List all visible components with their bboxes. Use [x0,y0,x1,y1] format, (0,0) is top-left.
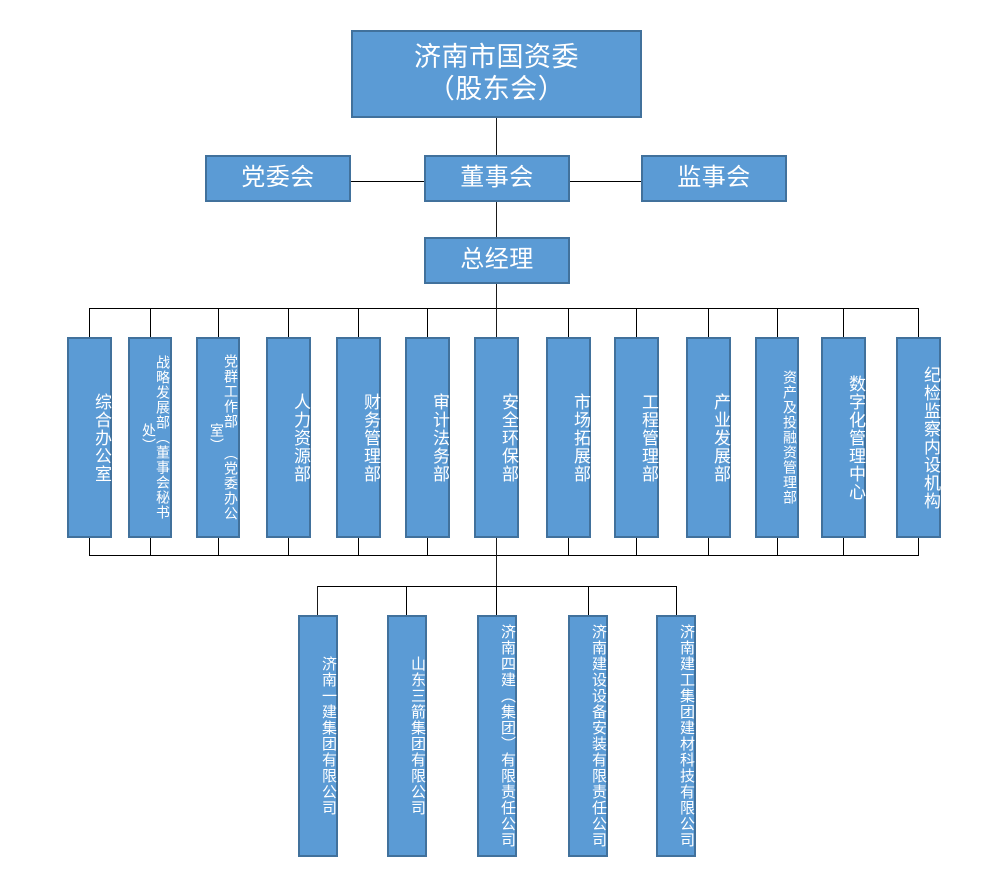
connector-dept-bottom-stub-1 [89,538,90,556]
connector-dept-bottom-stub-4 [288,538,289,556]
connector-dept-bottom-stub-7 [496,538,497,556]
connector-dept-stub-7 [496,308,497,337]
connector-sub-stub-3 [496,586,497,615]
connector-dept-stub-9 [636,308,637,337]
node-dept-financial-management[interactable]: 财务管理部 [336,337,381,538]
connector-dept-stub-6 [427,308,428,337]
connector-board-to-manager [496,200,497,237]
node-board-of-directors[interactable]: 董事会 [424,155,570,202]
connector-dept-stub-3 [218,308,219,337]
connector-board-to-supervisor [569,181,642,182]
node-subsidiary-jinan-equipment-installation[interactable]: 济南建设设备安装有限责任公司 [568,615,608,857]
connector-dept-stub-2 [150,308,151,337]
node-dept-digital-management-center[interactable]: 数字化管理中心 [821,337,866,538]
connector-dept-stub-11 [777,308,778,337]
node-dept-industry-development[interactable]: 产业发展部 [686,337,731,538]
node-dept-assets-investment-financing[interactable]: 资产及投融资管理部 [755,337,799,538]
connector-dept-stub-13 [918,308,919,337]
node-dept-human-resources[interactable]: 人力资源部 [266,337,311,538]
connector-sub-stub-4 [588,586,589,615]
dept-top-bus [89,308,919,309]
node-subsidiary-jinan-no4-construction[interactable]: 济南四建（集团）有限责任公司 [477,615,517,857]
connector-dept-bottom-stub-13 [918,538,919,556]
node-subsidiary-jinan-building-materials-tech[interactable]: 济南建工集团建材科技有限公司 [656,615,696,857]
node-board-of-supervisors[interactable]: 监事会 [641,155,787,202]
connector-dept-stub-10 [708,308,709,337]
dept-bottom-bus [89,555,919,556]
node-dept-party-affairs[interactable]: 党群工作部 （党委办公室） [196,337,240,538]
node-dept-general-office[interactable]: 综合办公室 [67,337,112,538]
node-subsidiary-shandong-sanjian[interactable]: 山东三箭集团有限公司 [387,615,427,857]
connector-dept-bottom-stub-6 [427,538,428,556]
connector-dept-bottom-stub-9 [636,538,637,556]
node-party-committee[interactable]: 党委会 [205,155,351,202]
connector-dept-bottom-stub-10 [708,538,709,556]
connector-dept-bottom-stub-8 [568,538,569,556]
node-dept-engineering-management[interactable]: 工程管理部 [614,337,659,538]
connector-manager-to-dept-bus [496,284,497,308]
node-dept-audit-legal[interactable]: 审计法务部 [405,337,450,538]
connector-sub-stub-2 [406,586,407,615]
connector-dept-bottom-stub-12 [843,538,844,556]
node-dept-safety-environment[interactable]: 安全环保部 [474,337,519,538]
connector-board-to-party [350,181,497,182]
connector-dept-stub-1 [89,308,90,337]
connector-dept-bottom-stub-5 [358,538,359,556]
connector-sub-stub-5 [676,586,677,615]
connector-dept-stub-5 [358,308,359,337]
node-dept-strategy-development[interactable]: 战略发展部（董事会秘书处） [128,337,172,538]
connector-dept-to-subsidiary-bus [496,555,497,586]
node-general-manager[interactable]: 总经理 [424,237,570,284]
connector-dept-bottom-stub-3 [218,538,219,556]
node-subsidiary-jinan-no1-construction[interactable]: 济南一建集团有限公司 [298,615,338,857]
connector-dept-bottom-stub-11 [777,538,778,556]
connector-dept-bottom-stub-2 [150,538,151,556]
connector-root-to-board [496,118,497,163]
node-dept-market-development[interactable]: 市场拓展部 [546,337,591,538]
node-dept-discipline-inspection[interactable]: 纪检监察内设机构 [896,337,941,538]
connector-dept-stub-8 [568,308,569,337]
connector-sub-stub-1 [317,586,318,615]
connector-dept-stub-4 [288,308,289,337]
node-root-sasac[interactable]: 济南市国资委 （股东会） [351,30,642,118]
connector-dept-stub-12 [843,308,844,337]
